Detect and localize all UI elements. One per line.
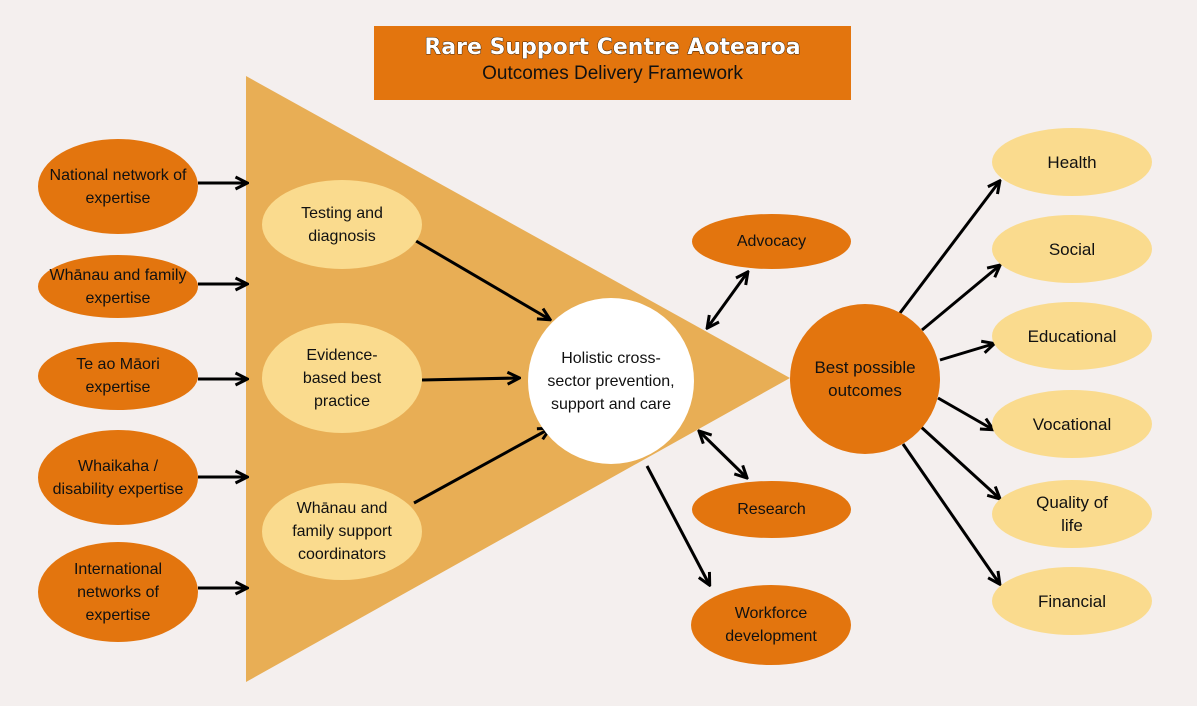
page-subtitle: Outcomes Delivery Framework xyxy=(482,63,743,84)
arrow-hub-research xyxy=(700,432,746,477)
arrow-best-vocational xyxy=(937,396,992,429)
support-workforce-development: Workforce development xyxy=(691,585,851,665)
hub-holistic-care: Holistic cross-sector prevention, suppor… xyxy=(528,298,694,464)
support-advocacy: Advocacy xyxy=(692,214,851,269)
method-evidence-practice: Evidence-based best practice xyxy=(262,323,422,433)
outcome-social: Social xyxy=(992,215,1152,283)
support-research: Research xyxy=(692,481,851,538)
method-testing-diagnosis: Testing and diagnosis xyxy=(262,180,422,269)
outcome-quality-of-life: Quality of life xyxy=(992,480,1152,548)
input-whaikaha: Whaikaha / disability expertise xyxy=(38,430,198,525)
outcome-health: Health xyxy=(992,128,1152,196)
arrow-hub-workforce xyxy=(645,465,709,584)
input-national-network: National network of expertise xyxy=(38,139,198,234)
input-te-ao-maori: Te ao Māori expertise xyxy=(38,342,198,410)
arrow-best-health xyxy=(898,182,999,314)
arrow-coordinators-to-hub xyxy=(413,429,549,505)
arrow-hub-advocacy xyxy=(708,273,747,327)
arrow-best-educational xyxy=(939,344,993,362)
input-whanau-expertise: Whānau and family expertise xyxy=(38,255,198,318)
title-banner: Rare Support Centre Aotearoa Outcomes De… xyxy=(374,26,851,100)
arrow-best-quality xyxy=(918,424,999,498)
method-support-coordinators: Whānau and family support coordinators xyxy=(262,483,422,580)
outcome-vocational: Vocational xyxy=(992,390,1152,458)
outcome-educational: Educational xyxy=(992,302,1152,370)
page-title: Rare Support Centre Aotearoa xyxy=(424,35,801,61)
arrow-evidence-to-hub xyxy=(421,378,518,380)
arrow-testing-to-hub xyxy=(415,239,549,319)
best-possible-outcomes: Best possible outcomes xyxy=(790,304,940,454)
input-international-networks: International networks of expertise xyxy=(38,542,198,642)
arrow-best-financial xyxy=(901,443,999,583)
outcome-financial: Financial xyxy=(992,567,1152,635)
arrow-best-social xyxy=(921,266,999,332)
